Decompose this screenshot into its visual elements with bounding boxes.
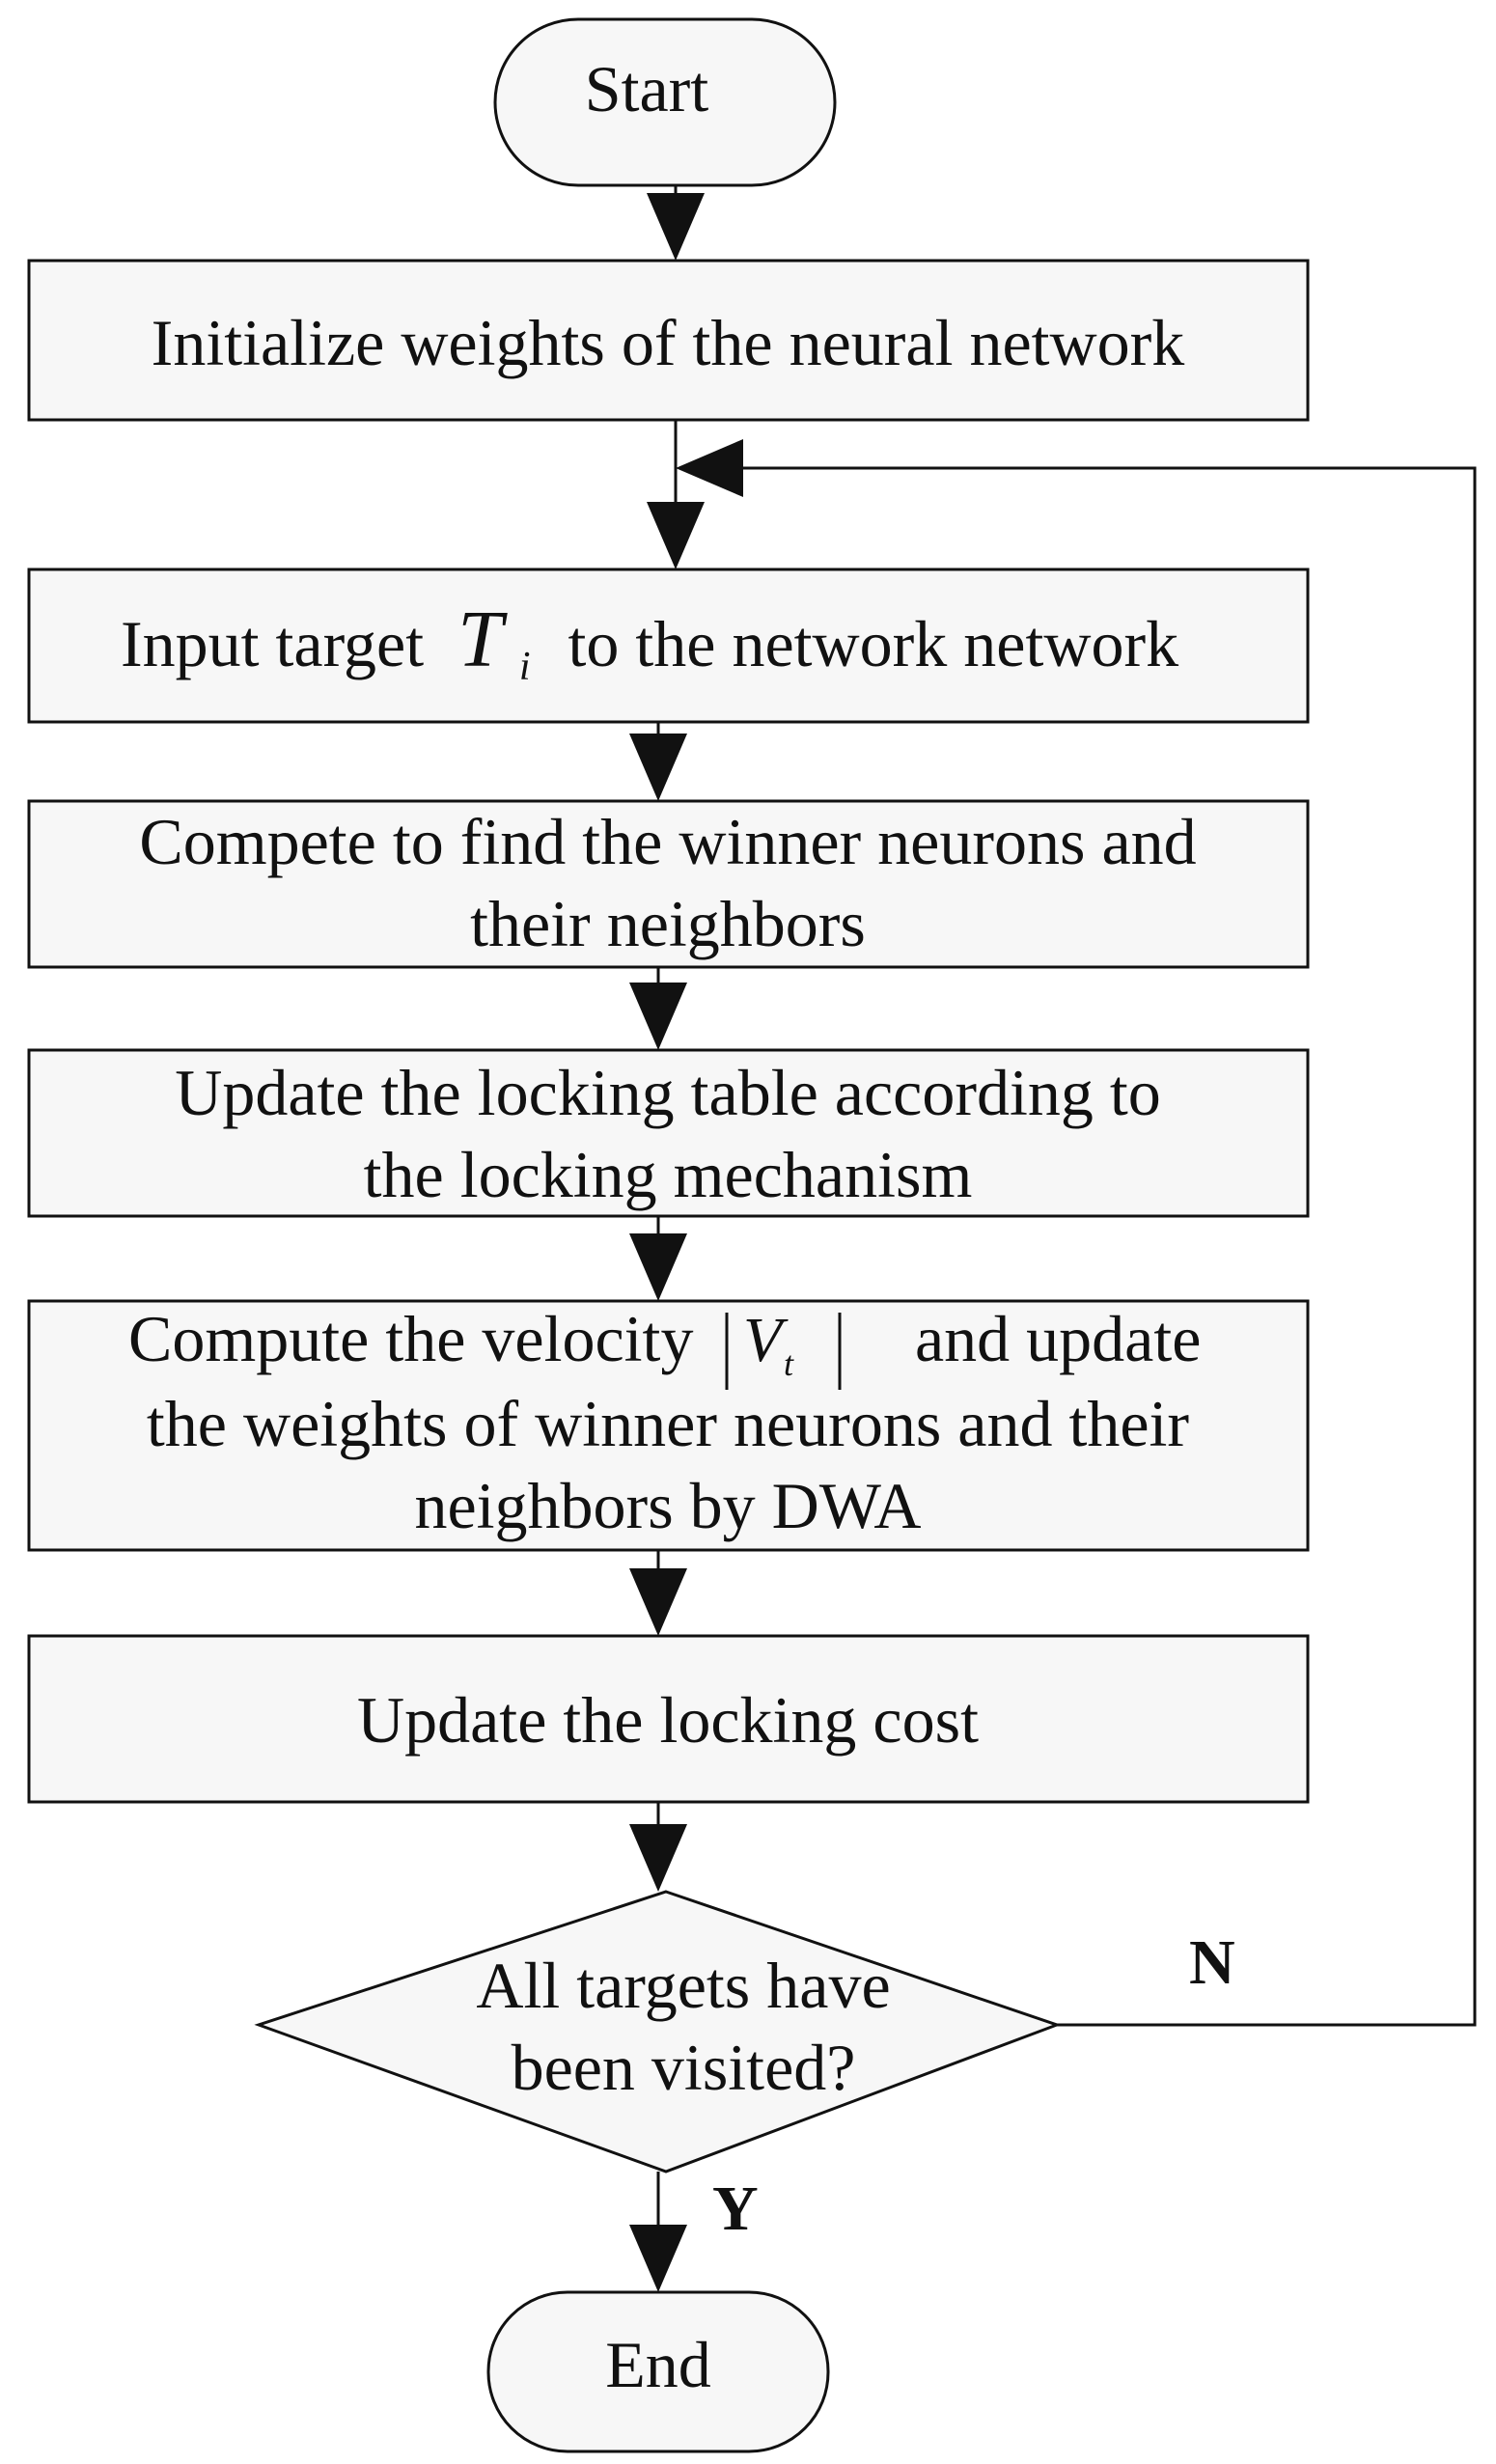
arrow-start-to-init — [647, 185, 705, 261]
input-target-prefix: Input target — [121, 607, 424, 680]
arrow-update-table-to-compute — [629, 1216, 687, 1301]
compete-node: Compete to find the winner neurons and t… — [27, 799, 1310, 969]
compute-velocity-prefix: Compute the velocity — [128, 1302, 693, 1375]
update-locking-cost-node: Update the locking cost — [27, 1634, 1310, 1804]
no-branch-loop: N — [676, 439, 1477, 2027]
compete-line-2: their neighbors — [470, 887, 866, 960]
input-target-suffix: to the network network — [568, 607, 1179, 680]
arrow-input-to-compete — [629, 722, 687, 801]
compete-line-1: Compete to find the winner neurons and — [139, 805, 1196, 878]
input-target-symbol: T — [457, 595, 508, 684]
start-node: Start — [493, 17, 837, 187]
input-target-label: Input target T i to the network network — [121, 595, 1178, 694]
initialize-weights-node: Initialize weights of the neural network — [27, 259, 1310, 422]
compute-velocity-line-2: the weights of winner neurons and their — [147, 1387, 1190, 1460]
start-label: Start — [585, 52, 709, 125]
update-locking-table-node: Update the locking table according to th… — [27, 1048, 1310, 1218]
yes-branch: Y — [629, 2172, 759, 2292]
update-locking-cost-label: Update the locking cost — [357, 1683, 979, 1757]
arrow-compete-to-update-table — [629, 967, 687, 1050]
velocity-symbol: V — [743, 1305, 789, 1375]
decision-line-2: been visited? — [512, 2031, 856, 2104]
arrow-compute-to-update-cost — [629, 1550, 687, 1636]
update-locking-table-line-2: the locking mechanism — [364, 1138, 973, 1211]
arrow-update-cost-to-decision — [629, 1802, 687, 1892]
end-label: End — [605, 2328, 711, 2401]
decision-line-1: All targets have — [476, 1949, 890, 2022]
no-branch-label: N — [1189, 1927, 1235, 1998]
input-target-subscript: i — [519, 645, 531, 689]
compute-velocity-suffix: and update — [915, 1302, 1201, 1375]
arrow-init-to-input — [647, 420, 705, 569]
compute-velocity-line-1: Compute the velocity — [128, 1302, 693, 1375]
update-locking-table-line-1: Update the locking table according to — [175, 1056, 1161, 1129]
initialize-weights-label: Initialize weights of the neural network — [152, 306, 1185, 379]
yes-branch-label: Y — [712, 2173, 759, 2244]
input-target-node: Input target T i to the network network — [27, 568, 1310, 724]
decision-node: All targets have been visited? — [254, 1890, 1062, 2173]
compute-velocity-node: Compute the velocity V t and update the … — [27, 1299, 1310, 1552]
end-node: End — [486, 2290, 830, 2453]
compute-velocity-line-3: neighbors by DWA — [414, 1469, 921, 1542]
velocity-subscript: t — [784, 1344, 794, 1383]
